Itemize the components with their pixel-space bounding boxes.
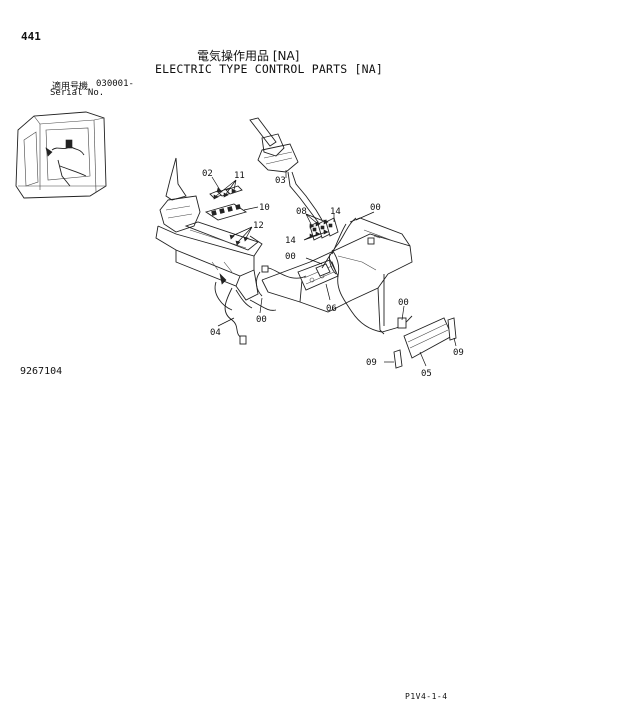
callout-00-right: 00	[398, 298, 409, 308]
callout-09-right: 09	[453, 348, 464, 358]
serial-value: 030001-	[96, 79, 134, 89]
callout-11: 11	[234, 171, 245, 181]
figure-number: 9267104	[20, 366, 63, 377]
page-footer: P1V4-1-4	[405, 692, 448, 701]
callout-00-top: 00	[370, 203, 381, 213]
callout-10: 10	[259, 203, 270, 213]
callout-00-mid: 00	[285, 252, 296, 262]
cab-thumbnail	[15, 111, 107, 199]
leader-lines	[211, 170, 457, 367]
callout-08: 08	[296, 207, 307, 217]
callout-09-left: 09	[366, 358, 377, 368]
callout-03: 03	[275, 176, 286, 186]
callout-00-left: 00	[256, 315, 267, 325]
callouts: 02 11 10 12 03 00 08 14 14 00 06 00 04 0…	[202, 169, 464, 379]
callout-12: 12	[253, 221, 264, 231]
floor-frame	[261, 217, 413, 335]
callout-14-lower: 14	[285, 236, 296, 246]
title-japanese: 電気操作用品 [NA]	[197, 49, 300, 63]
wire-harness	[255, 217, 413, 333]
callout-14-upper: 14	[330, 207, 341, 217]
left-control-stand	[155, 157, 277, 345]
serial-label-japanese: 適用号機	[52, 82, 89, 92]
cover-plate	[393, 317, 457, 369]
serial-label-english: Serial No.	[50, 88, 105, 98]
page-number: 441	[21, 30, 41, 43]
callout-04: 04	[210, 328, 221, 338]
callout-06: 06	[326, 304, 337, 314]
callout-02: 02	[202, 169, 213, 179]
title-english: ELECTRIC TYPE CONTROL PARTS [NA]	[155, 62, 383, 76]
callout-05: 05	[421, 369, 432, 379]
